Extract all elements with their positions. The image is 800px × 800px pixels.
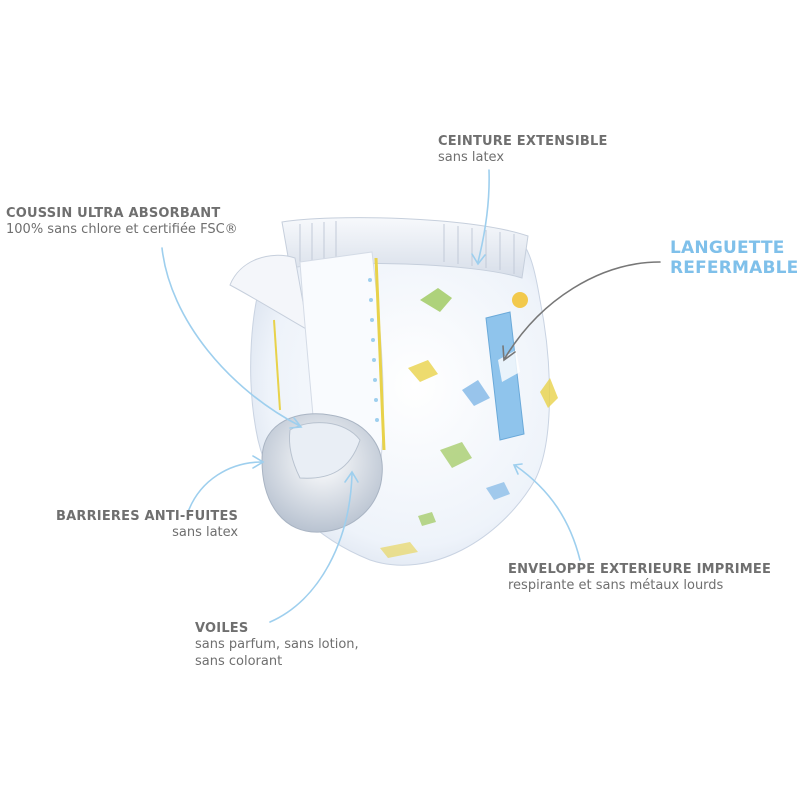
- waistband-ribs: [299, 221, 515, 274]
- label-title: CEINTURE EXTENSIBLE: [438, 134, 608, 149]
- label-title: BARRIERES ANTI-FUITES: [56, 509, 239, 524]
- label-languette-refermable: LANGUETTE REFERMABLE: [670, 238, 799, 279]
- callout-arrows: [161, 169, 661, 623]
- label-subtitle-line2: sans colorant: [195, 653, 283, 669]
- label-title: ENVELOPPE EXTERIEURE IMPRIMEE: [508, 562, 772, 577]
- arrow-ceinture: [477, 169, 490, 263]
- label-voiles: VOILES sans parfum, sans lotion, sans co…: [195, 621, 359, 670]
- arrow-voiles: [269, 473, 353, 623]
- label-subtitle: respirante et sans métaux lourds: [508, 578, 724, 594]
- arrow-enveloppe: [515, 465, 581, 561]
- arrow-languette: [504, 261, 661, 359]
- arrow-barrieres: [187, 461, 263, 513]
- label-title: COUSSIN ULTRA ABSORBANT: [6, 206, 221, 221]
- label-barrieres-anti-fuites: BARRIERES ANTI-FUITES sans latex: [56, 509, 238, 542]
- label-subtitle: 100% sans chlore et certifiée FSC®: [6, 222, 238, 238]
- channel-dots: [368, 278, 379, 422]
- label-coussin-absorbant: COUSSIN ULTRA ABSORBANT 100% sans chlore…: [6, 206, 238, 239]
- arrow-coussin: [161, 247, 301, 427]
- label-title-line2: REFERMABLE: [670, 258, 799, 279]
- label-title-line1: LANGUETTE: [670, 238, 785, 258]
- label-enveloppe-exterieure: ENVELOPPE EXTERIEURE IMPRIMEE respirante…: [508, 562, 771, 595]
- label-title: VOILES: [195, 621, 249, 636]
- printed-motifs: [380, 288, 558, 558]
- side-flap: [229, 254, 309, 331]
- label-ceinture-extensible: CEINTURE EXTENSIBLE sans latex: [438, 134, 608, 167]
- label-subtitle: sans latex: [172, 525, 239, 541]
- label-subtitle: sans latex: [438, 150, 505, 166]
- label-subtitle-line1: sans parfum, sans lotion,: [195, 637, 359, 653]
